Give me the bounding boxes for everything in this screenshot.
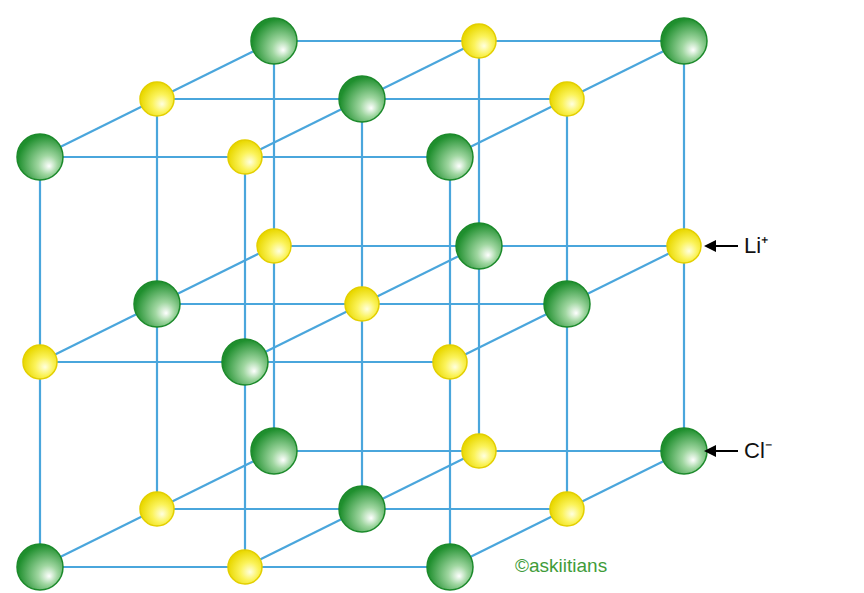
chloride-ion — [134, 281, 180, 327]
lattice-line — [39, 157, 41, 362]
lithium-ion — [228, 550, 262, 584]
lithium-ion — [345, 287, 379, 321]
lattice-line — [479, 245, 684, 247]
lithium-ion — [462, 24, 496, 58]
lattice-line — [362, 98, 567, 100]
lattice-line — [362, 303, 567, 305]
lithium-ion — [228, 140, 262, 174]
lattice-line — [40, 566, 245, 568]
lattice-line — [449, 362, 451, 567]
lattice-line — [274, 40, 479, 42]
lattice-line — [479, 40, 684, 42]
chloride-ion — [544, 281, 590, 327]
lithium-ion — [667, 229, 701, 263]
chloride-ion — [339, 76, 385, 122]
lithium-ion — [23, 345, 57, 379]
arrow-head — [704, 445, 716, 457]
lattice-line — [683, 246, 685, 451]
lattice-line — [362, 508, 567, 510]
ions — [17, 18, 707, 590]
watermark: ©askiitians — [515, 556, 607, 575]
lattice-line — [274, 450, 479, 452]
chloride-ion — [251, 428, 297, 474]
lattice-line — [156, 99, 158, 304]
lattice-line — [245, 361, 450, 363]
lattice-line — [566, 99, 568, 304]
lattice-line — [361, 304, 363, 509]
lattice-line — [157, 303, 362, 305]
lattice-line — [566, 304, 568, 509]
chloride-ion — [661, 428, 707, 474]
lithium-ion — [257, 229, 291, 263]
ion-label: Cl⁻ — [744, 440, 772, 462]
arrow-head — [704, 240, 716, 252]
lattice-line — [244, 362, 246, 567]
lattice-line — [39, 362, 41, 567]
chloride-ion — [222, 339, 268, 385]
chloride-ion — [339, 486, 385, 532]
chloride-ion — [456, 223, 502, 269]
lattice-line — [40, 361, 245, 363]
lattice-line — [274, 245, 479, 247]
chloride-ion — [427, 544, 473, 590]
lattice-line — [245, 566, 450, 568]
lithium-ion — [140, 82, 174, 116]
lattice-line — [156, 304, 158, 509]
lattice-line — [449, 157, 451, 362]
lattice-line — [479, 450, 684, 452]
lithium-ion — [550, 492, 584, 526]
lattice-line — [245, 156, 450, 158]
lithium-ion — [140, 492, 174, 526]
lattice-line — [361, 99, 363, 304]
lattice-lines — [40, 41, 684, 567]
chloride-ion — [427, 134, 473, 180]
lattice-line — [157, 98, 362, 100]
chloride-ion — [17, 544, 63, 590]
lattice-line — [157, 508, 362, 510]
chloride-ion — [17, 134, 63, 180]
ion-label: Li⁺ — [744, 235, 768, 257]
lithium-ion — [433, 345, 467, 379]
lattice-line — [244, 157, 246, 362]
chloride-ion — [661, 18, 707, 64]
lithium-ion — [462, 434, 496, 468]
chloride-ion — [251, 18, 297, 64]
lattice-line — [40, 156, 245, 158]
lithium-ion — [550, 82, 584, 116]
lattice-line — [683, 41, 685, 246]
